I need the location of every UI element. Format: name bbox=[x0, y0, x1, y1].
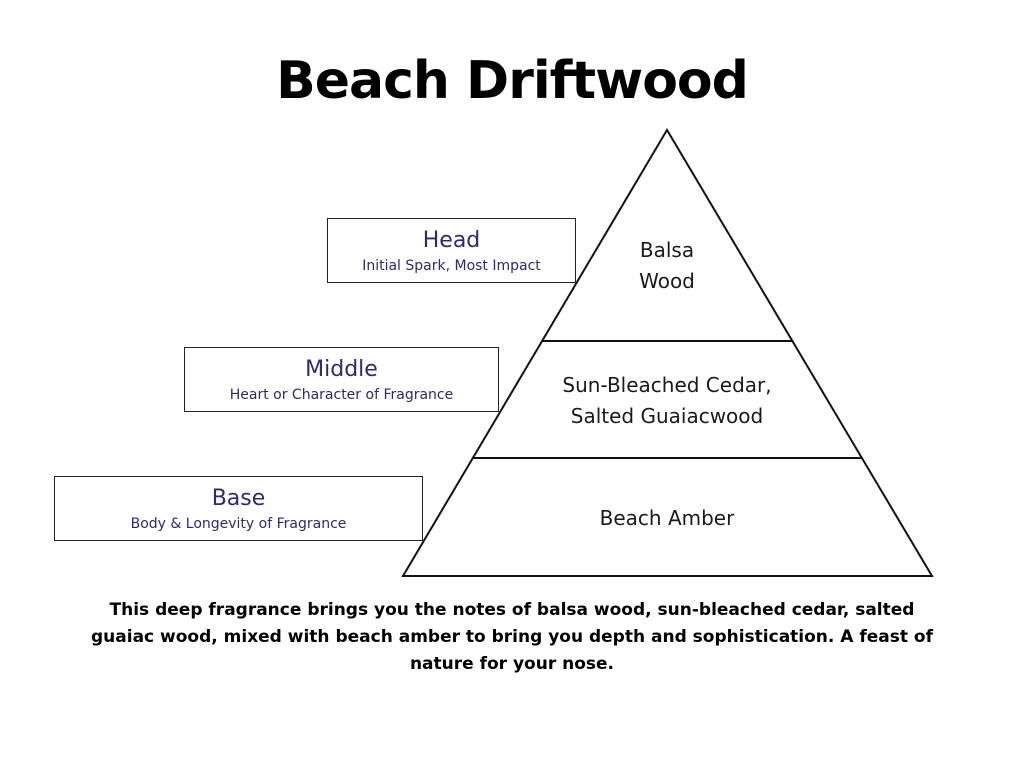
pyramid-outline bbox=[401, 128, 934, 577]
pyramid-tier-head: Balsa Wood bbox=[567, 235, 767, 297]
pyramid-tier-base: Beach Amber bbox=[517, 503, 817, 534]
head-note-line-1: Balsa bbox=[639, 238, 695, 262]
head-note-description: Initial Spark, Most Impact bbox=[362, 258, 541, 274]
fragrance-description: This deep fragrance brings you the notes… bbox=[91, 600, 933, 674]
base-note-box: Base Body & Longevity of Fragrance bbox=[54, 476, 423, 541]
base-note-description: Body & Longevity of Fragrance bbox=[130, 516, 347, 532]
head-note-line-2: Wood bbox=[639, 269, 695, 293]
base-note-name: Base bbox=[211, 486, 266, 511]
middle-note-line-2: Salted Guaiacwood bbox=[570, 404, 764, 428]
pyramid-tier-middle: Sun-Bleached Cedar, Salted Guaiacwood bbox=[517, 370, 817, 432]
middle-note-description: Heart or Character of Fragrance bbox=[229, 387, 454, 403]
middle-note-box: Middle Heart or Character of Fragrance bbox=[184, 347, 499, 412]
middle-note-line-1: Sun-Bleached Cedar, bbox=[562, 373, 772, 397]
head-note-box: Head Initial Spark, Most Impact bbox=[327, 218, 576, 283]
middle-note-name: Middle bbox=[305, 357, 378, 382]
page-title: Beach Driftwood bbox=[276, 51, 749, 111]
head-note-name: Head bbox=[422, 228, 481, 253]
base-note-line-1: Beach Amber bbox=[599, 506, 735, 530]
